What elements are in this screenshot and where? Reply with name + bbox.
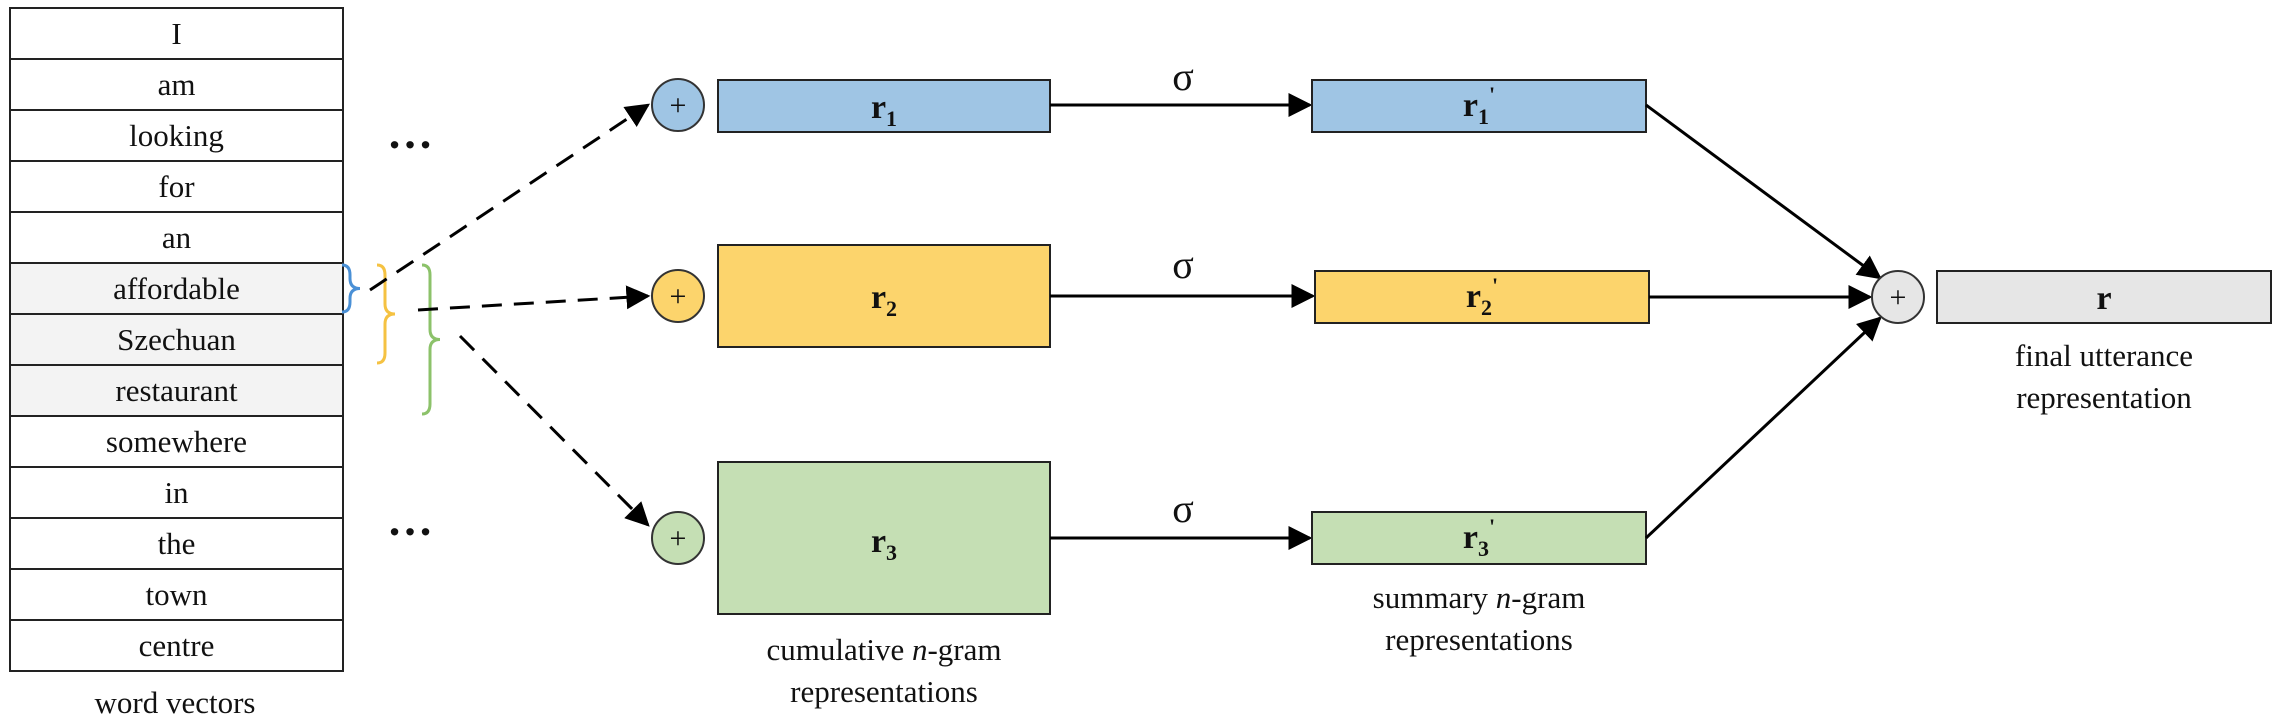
- summary-box-r1: [1311, 79, 1647, 133]
- word-vector-cell: [9, 160, 344, 213]
- final-caption-line2: representation: [2016, 380, 2192, 415]
- summary-caption-line2: representations: [1385, 622, 1573, 657]
- summary-caption: summary n-gram: [1373, 580, 1586, 615]
- summary-label-r1: r1': [1463, 82, 1495, 129]
- sum-node-3: +: [651, 511, 705, 565]
- word-vector-label: restaurant: [115, 373, 238, 408]
- sum-node-1: +: [651, 78, 705, 132]
- word-vectors-caption: word vectors: [95, 685, 256, 720]
- word-vector-cell: [9, 619, 344, 672]
- word-vector-cell: [9, 7, 344, 60]
- word-vector-label: am: [158, 67, 196, 102]
- sigma-label-3: σ: [1172, 486, 1194, 531]
- unigram-bracket: [341, 263, 361, 314]
- word-vector-cell: [9, 364, 344, 417]
- ngram-brackets: [341, 263, 441, 416]
- word-vector-cell: [9, 262, 344, 315]
- word-vector-label: town: [146, 577, 209, 612]
- svg-text:+: +: [1890, 281, 1907, 314]
- svg-text:+: +: [670, 89, 687, 122]
- summary-label-r2: r2': [1466, 273, 1498, 320]
- summary-box-r2: [1314, 270, 1650, 324]
- word-vector-cell: [9, 58, 344, 111]
- sum-node-2: +: [651, 269, 705, 323]
- word-vector-label: the: [158, 526, 196, 561]
- bigram-bracket: [376, 263, 396, 365]
- svg-text:+: +: [670, 522, 687, 555]
- word-vector-label: affordable: [113, 271, 240, 306]
- final-box-r: [1936, 270, 2272, 324]
- final-arrow-3: [1644, 316, 1882, 540]
- word-vector-label: centre: [139, 628, 215, 663]
- word-vector-label: I: [171, 16, 181, 51]
- ellipsis-bottom: …: [387, 494, 433, 545]
- final-sum-node: +: [1871, 270, 1925, 324]
- svg-text:+: +: [670, 280, 687, 313]
- cumulative-box-r3: [717, 461, 1051, 615]
- word-vector-label: Szechuan: [117, 322, 236, 357]
- sigma-label-2: σ: [1172, 242, 1194, 287]
- cumulative-caption-line2: representations: [790, 674, 978, 709]
- trigram-bracket: [421, 263, 441, 416]
- dashed-arrow-3: [458, 334, 650, 527]
- word-vector-label: for: [158, 169, 195, 204]
- word-vector-label: an: [162, 220, 192, 255]
- cumulative-caption: cumulative n-gram: [766, 632, 1001, 667]
- cumulative-label-r1: r1: [871, 89, 897, 131]
- cumulative-label-r3: r3: [871, 523, 897, 565]
- word-vector-cell: [9, 517, 344, 570]
- word-vector-label: somewhere: [106, 424, 247, 459]
- final-arrow-1: [1645, 103, 1882, 280]
- word-vector-cell: [9, 466, 344, 519]
- cumulative-label-r2: r2: [871, 279, 897, 321]
- final-label-r: r: [2096, 280, 2111, 317]
- word-vector-label: in: [164, 475, 189, 510]
- summary-label-r3: r3': [1463, 514, 1495, 561]
- ellipsis-top: …: [387, 107, 433, 158]
- word-vector-cell: [9, 568, 344, 621]
- sigma-label-1: σ: [1172, 54, 1194, 99]
- cumulative-box-r2: [717, 244, 1051, 348]
- dashed-arrow-1: [369, 103, 650, 292]
- dashed-arrow-2: [417, 285, 651, 312]
- word-vector-label: looking: [129, 118, 224, 153]
- final-caption-line1: final utterance: [2015, 338, 2193, 373]
- summary-box-r3: [1311, 511, 1647, 565]
